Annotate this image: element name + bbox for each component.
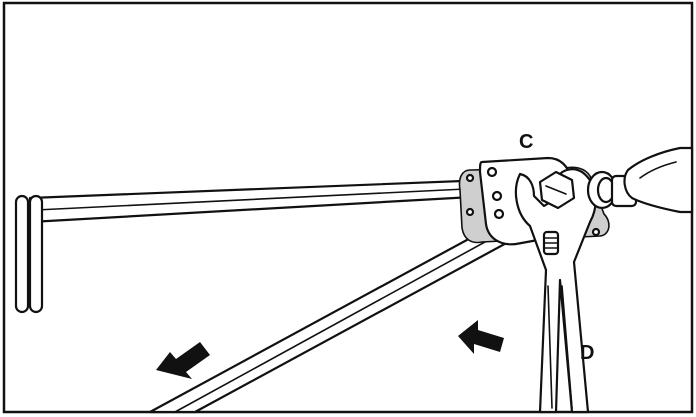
label-c: C [519,131,533,153]
arrow-down-left-icon [156,342,210,379]
label-d: D [580,342,594,364]
handle-grip [14,194,44,314]
hex-nut [538,170,576,210]
adjustable-wrench [514,168,597,414]
hand-grip [623,146,694,214]
arrow-up-left-icon [458,320,504,354]
